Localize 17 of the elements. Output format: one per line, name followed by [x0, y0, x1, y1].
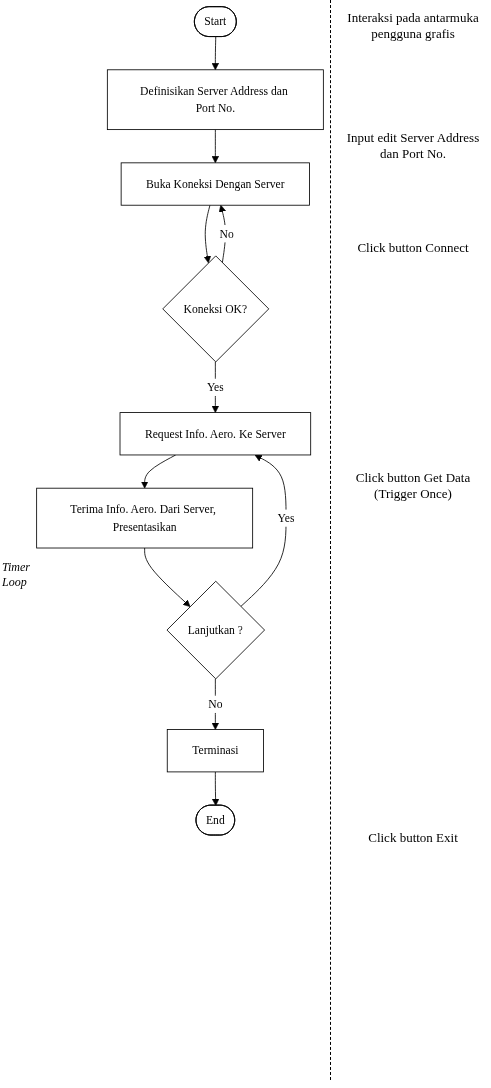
note-text: Click button Get Data (Trigger Once): [354, 470, 472, 502]
edge-label: Yes: [277, 511, 295, 525]
node-box: Terminasi: [166, 729, 264, 773]
node-diamond: Koneksi OK?: [162, 255, 270, 363]
node-box: Request Info. Aero. Ke Server: [119, 412, 312, 456]
node-diamond: Lanjutkan ?: [166, 580, 265, 680]
loop-label: Timer Loop: [2, 560, 31, 590]
edge-label: No: [208, 697, 223, 711]
note-text: Interaksi pada antarmuka pengguna grafis: [346, 10, 480, 42]
note-text: Click button Exit: [367, 830, 459, 846]
note-text: Input edit Server Address dan Port No.: [345, 130, 481, 162]
edge-label: No: [219, 227, 234, 241]
note-text: Click button Connect: [356, 240, 470, 256]
edge-label: Yes: [206, 381, 224, 394]
node-box: Definisikan Server Address dan Port No.: [106, 69, 324, 131]
node-box: Terima Info. Aero. Dari Server, Presentasikan: [36, 487, 254, 549]
node-box: Buka Koneksi Dengan Server: [120, 162, 310, 206]
